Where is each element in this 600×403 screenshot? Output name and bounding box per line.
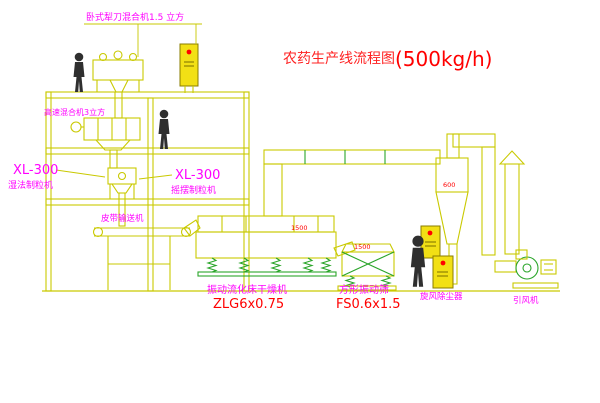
worker-figure [410, 235, 426, 287]
swing-granulator-drawing [107, 167, 137, 227]
leader-lines [55, 23, 202, 180]
high-speed-mixer-label: 高速混合机3立方 [44, 107, 105, 117]
high-speed-mixer-drawing [70, 117, 141, 169]
sieve-model-label: FS0.6x1.5 [336, 297, 401, 312]
fan-label: 引风机 [513, 295, 539, 306]
fan-drawing [512, 249, 559, 289]
wet-granulator-model-label: XL-300 [13, 163, 58, 178]
exhaust-duct-drawing [263, 149, 441, 217]
exhaust-stack-drawing [498, 150, 526, 255]
dryer-name-label: 振动流化床干燥机 [207, 283, 287, 296]
swing-granulator-model-label: XL-300 [175, 168, 220, 183]
control-panel-top [179, 43, 199, 93]
cyclone-drawing [435, 133, 517, 285]
cyclone-label: 旋风除尘器 [420, 291, 463, 302]
sieve-name-label: 方形振动筛 [339, 283, 389, 296]
cyclone-dimension-label: 600 [443, 181, 455, 189]
platform-structure [45, 91, 250, 292]
sieve-dimension-label: 1500 [354, 243, 371, 251]
panel-indicator-light [186, 49, 192, 55]
plow-mixer-label: 卧式犁刀混合机1.5 立方 [86, 11, 184, 23]
plow-mixer-drawing [92, 50, 144, 119]
belt-conveyor-drawing [92, 219, 201, 290]
wet-granulator-name-label: 湿法制粒机 [8, 179, 53, 191]
square-sieve-drawing [337, 243, 397, 291]
dryer-model-label: ZLG6x0.75 [213, 297, 284, 312]
cabinet-indicator-light [427, 230, 433, 236]
control-cabinets [420, 225, 454, 289]
drawing-title-capacity: (500kg/h) [395, 47, 492, 71]
drawing-title: 农药生产线流程图 [283, 51, 395, 67]
cabinet-indicator-light [440, 260, 446, 266]
dryer-dimension-label: 1500 [291, 224, 308, 232]
swing-granulator-name-label: 摇摆制粒机 [171, 184, 216, 196]
worker-figure [158, 109, 170, 149]
belt-conveyor-label: 皮带输送机 [101, 213, 144, 224]
fluid-bed-dryer-drawing [195, 215, 356, 277]
worker-figure [73, 52, 85, 92]
